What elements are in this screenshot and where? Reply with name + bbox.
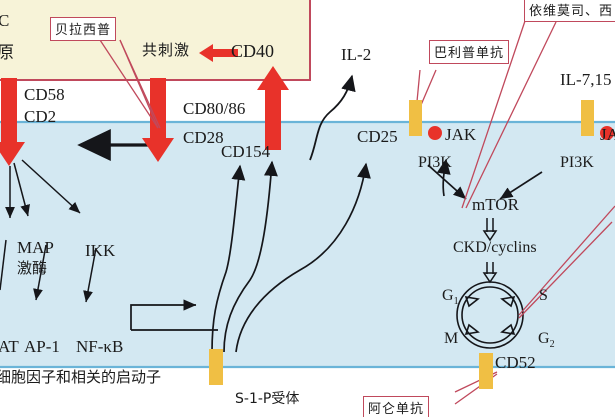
jak-icon-right <box>600 126 614 140</box>
label-s1p-receptor: S-1-P受体 <box>235 391 300 407</box>
label-cd80-86: CD80/86 <box>183 99 246 118</box>
label-nfat: AT <box>0 337 19 356</box>
label-map-kinase-line1: MAP <box>17 238 54 257</box>
red-arrow-cd2 <box>0 78 25 166</box>
jak-icon-left <box>428 126 442 140</box>
drug-callout-alemtuzumab[interactable]: 阿仑单抗 <box>363 396 430 417</box>
label-cellcycle-g1: G1 <box>442 287 459 308</box>
cellcycle-g2-sub: 2 <box>549 339 555 351</box>
label-cd25: CD25 <box>357 127 398 146</box>
apc-edge-label-antigen: 原 <box>0 43 14 63</box>
receptor-s1p-bar <box>209 349 223 385</box>
label-pi3k-left: PI3K <box>418 154 452 171</box>
receptor-cd52-bar <box>479 353 493 389</box>
receptor-cd25-bar <box>409 100 422 136</box>
label-cellcycle-s: S <box>539 287 548 304</box>
cellcycle-g1-sub: 1 <box>453 296 459 308</box>
label-cdk-cyclins: CKD/cyclins <box>453 239 537 256</box>
label-jak-right: JAK <box>600 125 615 144</box>
red-arrow-cd28 <box>142 78 174 162</box>
arrow-promoter <box>130 299 197 330</box>
label-pi3k-right: PI3K <box>560 154 594 171</box>
label-il2: IL-2 <box>341 45 372 64</box>
drug-callout-belatacept[interactable]: 贝拉西普 <box>50 17 117 41</box>
cellcycle-g1-main: G <box>442 287 454 304</box>
label-ikk: IKK <box>85 241 116 260</box>
label-promoter: 细胞因子和相关的启动子 <box>0 368 162 386</box>
label-map-kinase-line2: 激酶 <box>17 259 48 277</box>
label-cd58: CD58 <box>24 85 65 104</box>
label-cd154: CD154 <box>221 142 271 161</box>
arrow-il2-secretion <box>309 74 356 161</box>
label-cd2: CD2 <box>24 107 57 126</box>
red-arrow-cd154 <box>257 66 289 150</box>
label-cd52: CD52 <box>495 353 536 372</box>
label-il7-15: IL-7,15 <box>560 70 612 89</box>
label-jak-left: JAK <box>445 125 477 144</box>
drug-callout-everolimus[interactable]: 依维莫司、西 <box>524 0 615 22</box>
label-cellcycle-m: M <box>444 330 459 347</box>
label-mtor: mTOR <box>472 195 519 214</box>
label-nfkb: NF-κB <box>76 337 124 356</box>
cellcycle-g2-main: G <box>538 330 550 347</box>
cell-cycle-circle <box>456 281 524 349</box>
label-ap1: AP-1 <box>24 337 60 356</box>
cd40-label: CD40 <box>231 41 275 61</box>
receptor-il7-15-bar <box>581 100 594 136</box>
label-cd28: CD28 <box>183 128 224 147</box>
apc-edge-label-c: C <box>0 11 10 30</box>
drug-callout-basiliximab[interactable]: 巴利普单抗 <box>429 40 510 64</box>
label-cellcycle-g2: G2 <box>538 330 555 351</box>
costimulation-label: 共刺激 <box>142 41 191 59</box>
